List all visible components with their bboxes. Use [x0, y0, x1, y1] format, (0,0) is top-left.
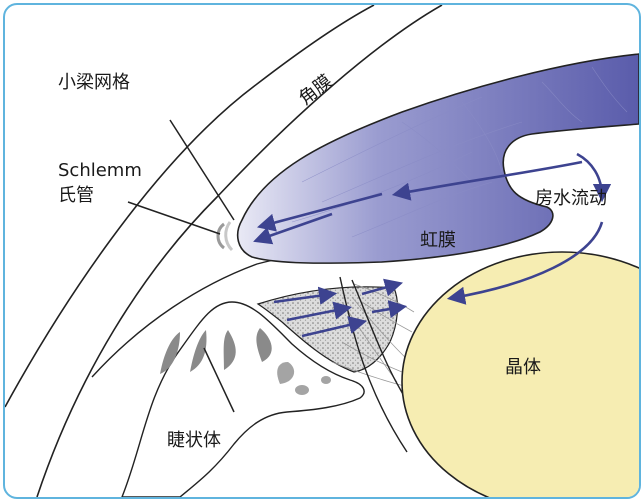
- trabecular-meshwork: [226, 222, 232, 250]
- label-schlemm-1: Schlemm: [58, 160, 142, 183]
- ciliary-process: [295, 385, 309, 395]
- label-aqueous-flow: 房水流动: [535, 188, 607, 211]
- label-iris: 虹膜: [420, 230, 456, 253]
- diagram-frame: 小梁网格 角膜 Schlemm 氏管 房水流动 虹膜 晶体 睫状体: [3, 3, 641, 499]
- schlemm-canal: [218, 224, 224, 248]
- label-lens: 晶体: [505, 357, 541, 380]
- leader-line-schlemm: [128, 202, 220, 234]
- ciliary-process: [321, 376, 331, 384]
- leader-line-trabecular: [170, 120, 234, 220]
- label-trabecular-meshwork: 小梁网格: [58, 72, 130, 95]
- label-schlemm-2: 氏管: [58, 185, 94, 208]
- label-ciliary-body: 睫状体: [167, 430, 221, 453]
